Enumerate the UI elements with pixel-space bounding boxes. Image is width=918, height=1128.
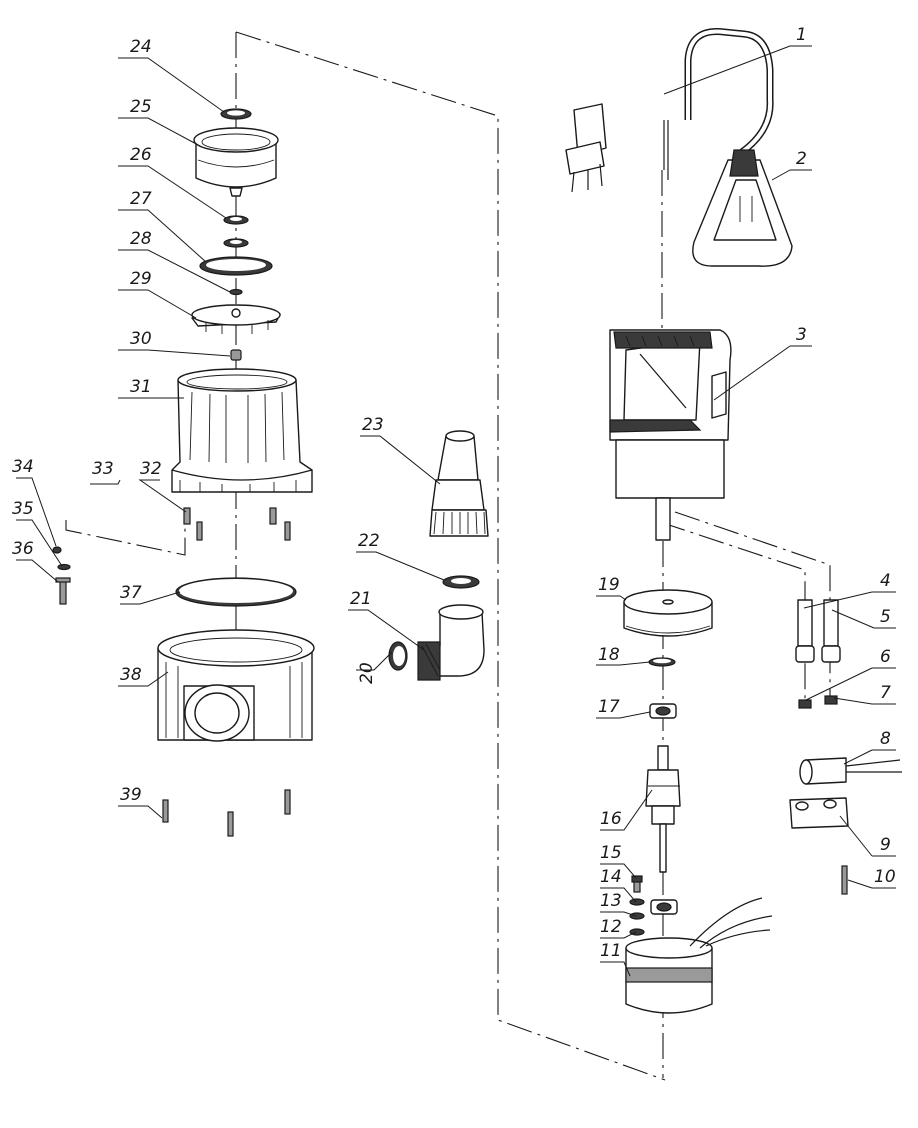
part-1-power-cable [565, 61, 691, 330]
part-17-bearing [649, 703, 677, 719]
label-part-16: 16 [600, 809, 622, 829]
lower-bearing [650, 899, 678, 915]
part-8-capacitor [799, 757, 902, 785]
label-part-1: 1 [796, 25, 807, 45]
label-part-8: 8 [880, 729, 891, 749]
part-20-ring [388, 641, 408, 671]
part-4-rod [795, 599, 815, 663]
part-14-washer [629, 898, 645, 906]
part-15-screw [631, 875, 643, 893]
motor-shaft-stub [655, 497, 671, 541]
leader-lines [16, 45, 896, 977]
part-31-housing [171, 368, 313, 493]
part-5-rod [821, 599, 841, 663]
part-19-cap [623, 589, 713, 637]
label-part-10: 10 [874, 867, 896, 887]
label-part-36: 36 [12, 539, 34, 559]
label-part-30: 30 [130, 329, 152, 349]
part-11-stator [625, 897, 773, 1014]
label-part-29: 29 [130, 269, 152, 289]
part-10-screw [841, 865, 848, 895]
part-2-float-cable [684, 28, 774, 155]
label-part-25: 25 [130, 97, 152, 117]
part-36-screw [55, 577, 71, 605]
middle-assembly [388, 430, 489, 681]
label-part-39: 39 [120, 785, 142, 805]
label-part-18: 18 [598, 645, 620, 665]
label-part-31: 31 [130, 377, 152, 397]
part-6-nut [798, 699, 812, 709]
label-part-6: 6 [880, 647, 891, 667]
label-part-34: 34 [12, 457, 34, 477]
part-32-screws [183, 507, 291, 541]
part-23-hose-adapter [429, 430, 489, 537]
label-part-9: 9 [880, 835, 891, 855]
label-part-20: 20 [357, 662, 377, 684]
part-labels: 1 2 3 4 5 6 7 8 9 10 11 12 13 14 15 16 1… [12, 25, 896, 961]
label-part-2: 2 [796, 149, 807, 169]
part-38-base [157, 629, 315, 742]
label-part-24: 24 [130, 37, 152, 57]
part-24-ring [220, 108, 252, 120]
label-part-28: 28 [130, 229, 152, 249]
part-9-bracket [789, 797, 849, 829]
label-part-7: 7 [880, 683, 891, 703]
connector-line-main [235, 31, 666, 1081]
right-assembly [565, 28, 902, 1014]
label-part-3: 3 [796, 325, 807, 345]
part-30-nut [230, 349, 242, 361]
label-part-38: 38 [120, 665, 142, 685]
part-18-ring [648, 657, 676, 667]
label-part-22: 22 [358, 531, 380, 551]
part-35-washer [57, 563, 71, 571]
label-part-26: 26 [130, 145, 152, 165]
label-part-5: 5 [880, 607, 891, 627]
part-21-elbow [417, 604, 485, 681]
part-37-seal-ring [175, 577, 297, 607]
connector-line-screw-33 [65, 520, 186, 556]
label-part-35: 35 [12, 499, 34, 519]
part-16-rotor [645, 745, 681, 873]
label-part-21: 21 [350, 589, 372, 609]
label-part-13: 13 [600, 891, 622, 911]
label-part-11: 11 [600, 941, 622, 961]
part-27-ring [199, 256, 273, 276]
part-26-rings [223, 215, 249, 248]
label-part-19: 19 [598, 575, 620, 595]
part-25-cup [193, 127, 279, 197]
part-29-plate [191, 304, 281, 334]
label-part-27: 27 [130, 189, 152, 209]
label-part-32: 32 [140, 459, 162, 479]
label-part-23: 23 [362, 415, 384, 435]
part-7-nut [824, 695, 838, 705]
label-part-4: 4 [880, 571, 891, 591]
part-2-float-handle [692, 149, 793, 267]
part-34-washer [52, 546, 62, 554]
part-3-pump-cover [609, 329, 732, 499]
label-part-15: 15 [600, 843, 622, 863]
label-part-17: 17 [598, 697, 620, 717]
label-part-33: 33 [92, 459, 114, 479]
left-assembly [52, 108, 315, 837]
label-part-14: 14 [600, 867, 622, 887]
part-28-ring [229, 288, 243, 296]
label-part-37: 37 [120, 583, 142, 603]
part-39-screws [162, 789, 291, 837]
part-22-washer [442, 575, 480, 589]
part-13-washer [629, 912, 645, 920]
label-part-12: 12 [600, 917, 622, 937]
